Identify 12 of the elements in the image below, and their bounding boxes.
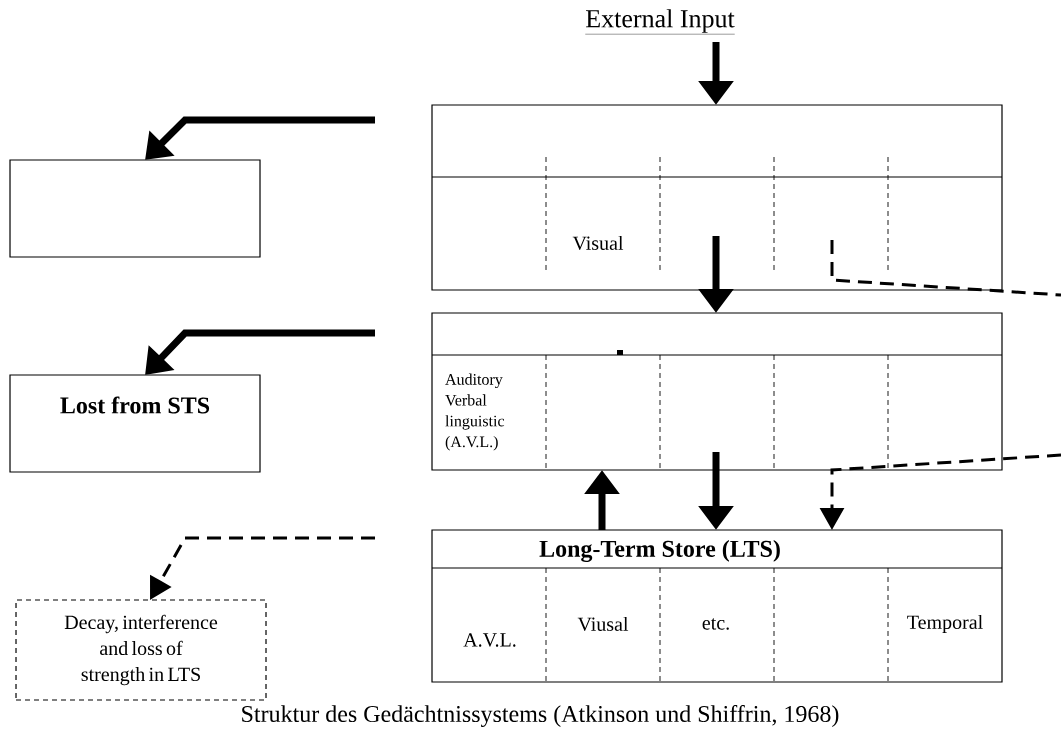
caption-text: Struktur des Gedächtnissystems (Atkinson und Shiffrin, 1968) [242, 704, 839, 728]
heading-text: External Input [585, 9, 735, 35]
box-label: Auditory Verbal linguistic (A.V.L.) [445, 373, 505, 451]
box-label: Visual [572, 235, 624, 251]
cell-label: etc. [702, 618, 729, 630]
box-text: Lost from STS [60, 396, 210, 414]
cell-label: Long-Term Store (LTS) [539, 540, 780, 562]
cell-label: Temporal [907, 614, 983, 634]
box-text: Decay, interference and loss of strength in LTS [64, 614, 218, 686]
cell-label: A.V.L. [463, 633, 516, 647]
cell-label: Viusal [577, 616, 629, 632]
empty-box [9, 159, 261, 258]
